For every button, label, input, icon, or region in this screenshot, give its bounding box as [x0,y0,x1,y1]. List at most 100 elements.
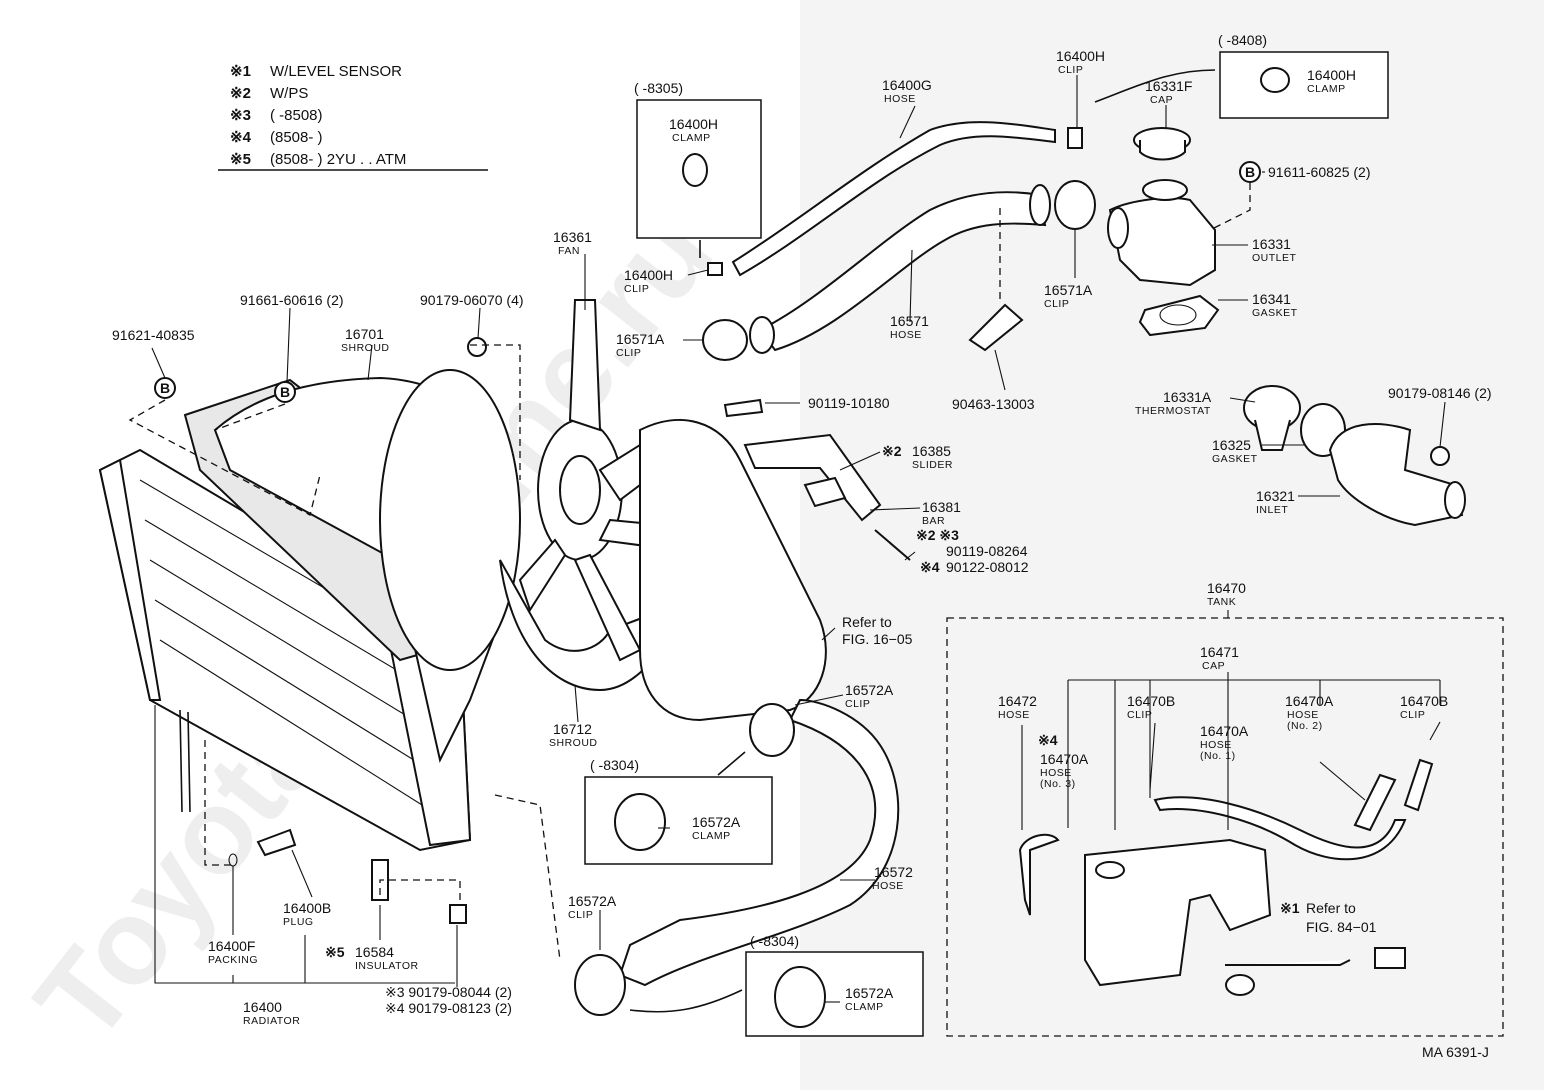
gasket-16341 [1138,294,1220,337]
hose-16470A-no1 [1153,796,1407,861]
label-16400H-box-top-sub: CLAMP [1307,83,1346,95]
label-16572A-bottom: 16572A [568,893,617,909]
shroud-upper-drawing [213,369,521,763]
label-16572A-box-b-sub: CLAMP [845,1001,884,1013]
label-16331A: 16331A [1163,389,1212,405]
legend-mark-5: ※5 [230,151,251,168]
label-16400H-clip-sub: CLIP [624,283,649,295]
label-16584-mark: ※5 [325,944,345,960]
label-16400H-box-top: 16400H [1307,67,1356,83]
legend-text-3: ( -8508) [270,107,323,124]
legend: ※1 W/LEVEL SENSOR ※2 W/PS ※3 ( -8508) ※4… [218,63,488,171]
bolt-90119-10180 [723,398,764,418]
label-16712-sub: SHROUD [549,737,598,749]
label-16400B: 16400B [283,900,331,916]
svg-text:B: B [280,384,290,400]
clip-16571A-left [702,319,748,361]
label-16571A-right-sub: CLIP [1044,298,1069,310]
label-90179-08123: ※4 90179-08123 (2) [385,1000,512,1016]
clip-16400H-top [1067,127,1083,149]
label-16712: 16712 [553,721,592,737]
label-16471: 16471 [1200,644,1239,660]
label-refer-1605-line2: FIG. 16−05 [842,631,913,647]
clip-16400H-left [707,262,723,276]
arrow-8304-b [629,989,743,1013]
label-range-8304-b: ( -8304) [750,933,799,949]
label-16572A-bottom-sub: CLIP [568,909,593,921]
label-16400: 16400 [243,999,282,1015]
label-16470B-a: 16470B [1127,693,1175,709]
bolt-90119-08264 [874,529,911,561]
label-90122-08012: 90122-08012 [946,559,1029,575]
label-16381-sub: BAR [922,515,945,527]
diagram-code: MA 6391-J [1422,1044,1489,1060]
label-16571-sub: HOSE [890,329,922,341]
arrow-8304-a [717,751,746,776]
inset-clamp-16572A-a [614,793,666,851]
fan-blade-4 [573,553,642,662]
outlet-drawing [1107,179,1216,287]
label-16400F-sub: PACKING [208,954,258,966]
tank-group-border [946,617,1504,1037]
label-16470A-no1-sub: HOSE [1200,739,1232,751]
label-range-8304-a: ( -8304) [590,757,639,773]
label-16470-sub: TANK [1207,596,1236,608]
hose-16470A-no2 [1353,773,1397,832]
label-16400B-sub: PLUG [283,916,314,928]
inset-box-8304-a [584,776,773,865]
tank-body [1084,838,1272,987]
label-16470B-a-sub: CLIP [1127,709,1152,721]
label-16472: 16472 [998,693,1037,709]
inset-clamp-16572A-b [774,966,826,1028]
hose-16472 [1018,833,1060,916]
label-90119-10180: 90119-10180 [808,395,890,411]
label-range-8408: ( -8408) [1218,32,1267,48]
marker-b-91611 [1239,161,1261,183]
label-16400-sub: RADIATOR [243,1015,300,1027]
label-16572A-top-sub: CLIP [845,698,870,710]
label-16400H-box-left: 16400H [669,116,718,132]
fan-blade-1 [568,299,602,432]
label-16470A-no2: 16470A [1285,693,1334,709]
svg-text:B: B [160,380,170,396]
label-90179-06070: 90179-06070 (4) [420,292,524,308]
label-16571A-left-sub: CLIP [616,347,641,359]
label-16470: 16470 [1207,580,1246,596]
label-90119-08264: 90119-08264 [946,543,1028,559]
label-16321: 16321 [1256,488,1295,504]
label-16470A-no3-sub2: (No. 3) [1040,778,1076,790]
label-90463-13003: 90463-13003 [952,396,1035,412]
label-16571A-left: 16571A [616,331,665,347]
label-refer-8401-mark: ※1 [1280,900,1300,916]
legend-mark-3: ※3 [230,107,251,124]
inset-box-8408 [1219,51,1389,119]
legend-text-2: W/PS [270,85,308,102]
legend-text-4: (8508- ) [270,129,323,146]
label-16341-sub: GASKET [1252,307,1298,319]
label-16325-sub: GASKET [1212,453,1258,465]
hose-16572 [618,698,900,987]
legend-text-1: W/LEVEL SENSOR [270,63,402,80]
label-16341: 16341 [1252,291,1291,307]
label-16385: 16385 [912,443,951,459]
shroud-ring [379,369,521,671]
label-16361-sub: FAN [558,245,580,257]
label-16400F: 16400F [208,938,255,954]
label-16572-sub: HOSE [872,880,904,892]
label-16572A-box-b: 16572A [845,985,894,1001]
label-16331F-sub: CAP [1150,94,1173,106]
label-16471-sub: CAP [1202,660,1225,672]
label-91611-60825: 91611-60825 (2) [1268,164,1370,180]
label-16470B-b: 16470B [1400,693,1448,709]
inlet-16321 [1328,423,1464,527]
label-90119-08264-mark: ※2 ※3 [916,527,959,543]
label-90122-08012-mark: ※4 [920,559,940,575]
label-16400H-box-left-sub: CLAMP [672,132,711,144]
label-16470A-no3-mark: ※4 [1038,732,1058,748]
label-16400H-clip: 16400H [624,267,673,283]
inset-clamp-16400H-top [1260,67,1290,93]
tank-cap [1095,861,1125,879]
clip-16571A-right [1054,180,1096,230]
label-16331: 16331 [1252,236,1291,252]
